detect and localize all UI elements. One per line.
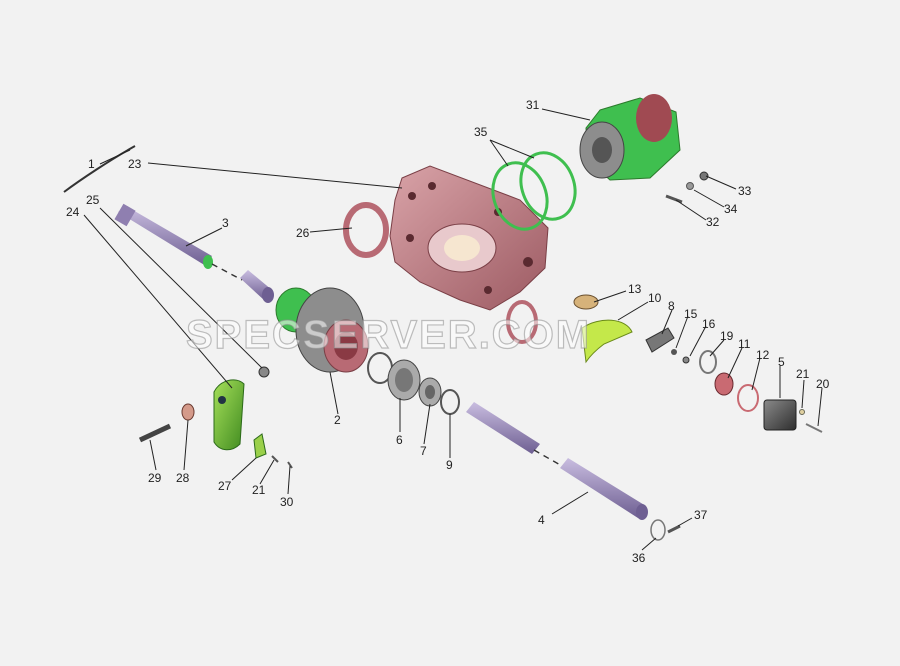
part-bolt-20 (805, 423, 823, 433)
part-differential-2 (275, 287, 369, 373)
part-rod-8 (645, 327, 675, 353)
callout-36: 36 (632, 551, 646, 565)
part-o-ring-36 (650, 519, 666, 541)
callout-labels: 1 23 24 25 3 26 35 31 33 34 32 13 10 8 1… (66, 98, 830, 565)
callout-33: 33 (738, 184, 752, 198)
part-o-ring-19 (699, 350, 717, 374)
part-spring-13 (573, 294, 599, 310)
callout-12: 12 (756, 348, 770, 362)
part-washer-16 (682, 356, 690, 364)
callout-2: 2 (334, 413, 341, 427)
part-ring-26 (343, 202, 389, 258)
callout-7: 7 (420, 444, 427, 458)
callout-16: 16 (702, 317, 716, 331)
part-bolt-37 (667, 524, 681, 534)
part-bracket-24 (213, 379, 245, 451)
callout-26: 26 (296, 226, 310, 240)
part-housing-23 (389, 165, 549, 311)
callout-13: 13 (628, 282, 642, 296)
shaft-3-axis-dash (211, 263, 243, 281)
callout-25: 25 (86, 193, 100, 207)
shaft-4-axis-dash (533, 449, 563, 467)
leader-lines (83, 108, 823, 551)
part-cap-11 (714, 372, 734, 396)
callout-1: 1 (88, 157, 95, 171)
callout-19: 19 (720, 329, 734, 343)
callout-34: 34 (724, 202, 738, 216)
callout-28: 28 (176, 471, 190, 485)
part-pin-30 (287, 461, 293, 469)
callout-3: 3 (222, 216, 229, 230)
callout-23: 23 (128, 157, 142, 171)
part-bolt-29 (138, 423, 172, 443)
part-bearing-6 (387, 359, 421, 401)
callout-10: 10 (648, 291, 662, 305)
part-upper-shaft-3 (114, 203, 274, 303)
part-gaskets-35 (491, 151, 577, 231)
callout-37: 37 (694, 508, 708, 522)
callout-32: 32 (706, 215, 720, 229)
part-actuator-5 (763, 399, 797, 431)
callout-27: 27 (218, 479, 232, 493)
part-pin-21a (271, 455, 279, 463)
watermark-text: SPECSERVER.COM (186, 313, 591, 357)
callout-20: 20 (816, 377, 830, 391)
callout-9: 9 (446, 458, 453, 472)
part-bracket-27 (253, 433, 267, 459)
callout-11: 11 (738, 337, 751, 351)
part-bearing-7 (418, 377, 442, 407)
callout-4: 4 (538, 513, 545, 527)
callout-5: 5 (778, 355, 785, 369)
part-gasket-12 (737, 384, 759, 412)
callout-21b: 21 (796, 367, 810, 381)
callout-30: 30 (280, 495, 294, 509)
part-pin-21b (799, 409, 805, 415)
callout-24: 24 (66, 205, 80, 219)
part-wire-1 (63, 145, 136, 193)
part-lower-shaft-4 (466, 402, 648, 520)
part-pin-15 (671, 349, 677, 355)
part-pinion-cage-31 (579, 94, 681, 181)
part-bolt-32 (665, 194, 683, 204)
part-washer-34 (686, 182, 694, 190)
callout-15: 15 (684, 307, 698, 321)
part-plug-25 (258, 366, 270, 378)
part-washer-28 (181, 403, 195, 421)
callout-29: 29 (148, 471, 162, 485)
callout-8: 8 (668, 299, 675, 313)
part-snap-ring-9 (440, 389, 460, 415)
callout-21a: 21 (252, 483, 266, 497)
callout-31: 31 (526, 98, 540, 112)
part-nut-33 (699, 171, 709, 181)
callout-35: 35 (474, 125, 488, 139)
callout-6: 6 (396, 433, 403, 447)
part-gasket-o-ring-near-housing (506, 300, 538, 344)
part-fork-10 (581, 319, 633, 364)
